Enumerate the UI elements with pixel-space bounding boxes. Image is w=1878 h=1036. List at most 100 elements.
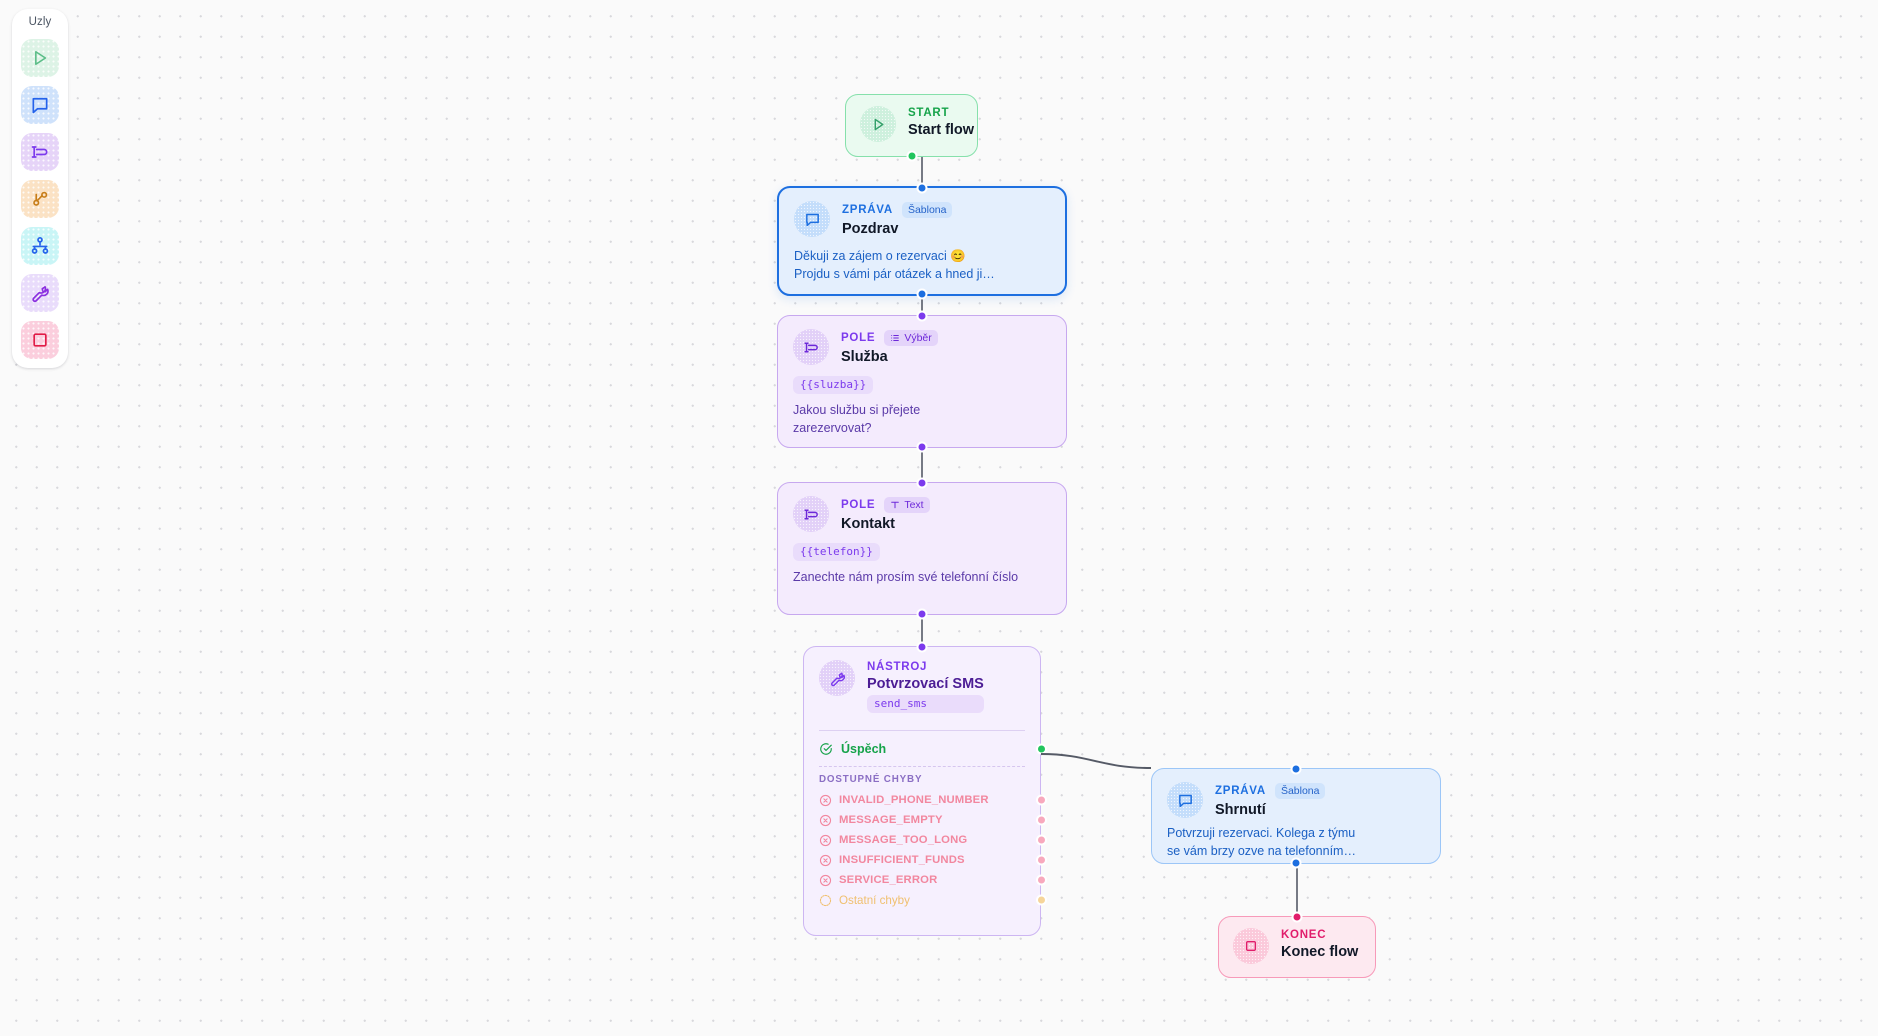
tool-error-row[interactable]: INSUFFICIENT_FUNDS xyxy=(819,850,1047,870)
tool-error-label: MESSAGE_TOO_LONG xyxy=(839,834,968,847)
node-field-sluzba[interactable]: POLE Výběr Služba xyxy=(777,310,1067,453)
field-input-icon xyxy=(793,496,829,532)
text-t-icon xyxy=(890,500,900,510)
node-variable-chip: {{sluzba}} xyxy=(793,375,874,394)
node-badge: Šablona xyxy=(1274,783,1326,799)
node-tool-function-chip: send_sms xyxy=(867,695,984,714)
tool-success-row[interactable]: Úspěch xyxy=(819,731,1047,766)
alert-circle-icon xyxy=(819,894,832,907)
tool-success-label: Úspěch xyxy=(841,742,887,757)
handle-kontakt-source[interactable] xyxy=(916,608,928,620)
x-circle-icon xyxy=(819,854,832,867)
handle-konec-target[interactable] xyxy=(1291,911,1303,923)
palette-item-tool[interactable] xyxy=(21,274,59,312)
tool-error-label: INSUFFICIENT_FUNDS xyxy=(839,854,965,867)
handle-pozdrav-source[interactable] xyxy=(916,288,928,300)
x-circle-icon xyxy=(819,794,832,807)
node-kind-label: POLE xyxy=(841,498,876,511)
divider xyxy=(819,730,1025,732)
tool-error-label: SERVICE_ERROR xyxy=(839,874,938,887)
handle-sluzba-source[interactable] xyxy=(916,441,928,453)
palette-item-field[interactable] xyxy=(21,133,59,171)
tool-error-row-other[interactable]: Ostatní chyby xyxy=(819,890,1047,910)
stop-square-icon xyxy=(1233,928,1269,964)
handle-tool-target[interactable] xyxy=(916,641,928,653)
handle-kontakt-target[interactable] xyxy=(916,477,928,489)
node-kind-label: ZPRÁVA xyxy=(1215,784,1266,797)
wrench-icon xyxy=(30,283,50,303)
x-circle-icon xyxy=(819,834,832,847)
split-nodes-icon xyxy=(30,236,50,256)
play-triangle-icon xyxy=(30,48,50,68)
tool-error-row[interactable]: MESSAGE_TOO_LONG xyxy=(819,830,1047,850)
x-circle-icon xyxy=(819,874,832,887)
tool-errors-header: DOSTUPNÉ CHYBY xyxy=(819,774,923,786)
tool-error-label: MESSAGE_EMPTY xyxy=(839,814,943,827)
tool-error-row[interactable]: MESSAGE_EMPTY xyxy=(819,810,1047,830)
node-badge: Text xyxy=(884,497,930,513)
node-variable-chip: {{telefon}} xyxy=(793,542,880,561)
handle-tool-error-1[interactable] xyxy=(1036,814,1047,826)
handle-tool-error-4[interactable] xyxy=(1036,874,1047,886)
palette-title: Uzly xyxy=(28,16,52,28)
node-palette-sidebar: Uzly xyxy=(12,9,68,368)
node-start[interactable]: START Start flow xyxy=(845,94,978,162)
palette-item-end[interactable] xyxy=(21,321,59,359)
handle-shrnuti-source[interactable] xyxy=(1290,857,1302,869)
node-title: Potvrzovací SMS xyxy=(867,676,984,692)
tool-error-row[interactable]: SERVICE_ERROR xyxy=(819,870,1047,890)
node-message-pozdrav[interactable]: ZPRÁVA Šablona Pozdrav Děkuji za zájem o… xyxy=(777,182,1067,300)
node-title: Konec flow xyxy=(1281,944,1359,960)
node-preview-line-2: Projdu s vámi pár otázek a hned ji… xyxy=(794,267,995,281)
node-kind-label: KONEC xyxy=(1281,929,1327,941)
handle-tool-error-other[interactable] xyxy=(1036,894,1047,906)
handle-shrnuti-target[interactable] xyxy=(1290,763,1302,775)
x-circle-icon xyxy=(819,814,832,827)
tool-error-label: Ostatní chyby xyxy=(839,893,910,907)
check-circle-icon xyxy=(819,742,833,756)
node-kind-label: POLE xyxy=(841,331,876,344)
field-input-icon xyxy=(793,329,829,365)
node-title: Kontakt xyxy=(841,515,895,532)
handle-tool-error-0[interactable] xyxy=(1036,794,1047,806)
branch-icon xyxy=(30,189,50,209)
node-message-shrnuti[interactable]: ZPRÁVA Šablona Shrnutí Potvrzuji rezerva… xyxy=(1151,763,1441,869)
handle-sluzba-target[interactable] xyxy=(916,310,928,322)
handle-tool-error-3[interactable] xyxy=(1036,854,1047,866)
node-field-kontakt[interactable]: POLE Text Kontakt xyxy=(777,477,1067,620)
palette-item-start[interactable] xyxy=(21,39,59,77)
node-badge: Výběr xyxy=(884,330,938,346)
palette-item-branch[interactable] xyxy=(21,180,59,218)
node-preview-line-2: se vám brzy ozve na telefonním… xyxy=(1167,844,1356,858)
node-badge: Šablona xyxy=(901,202,953,218)
node-title: Shrnutí xyxy=(1215,801,1266,818)
handle-pozdrav-target[interactable] xyxy=(916,182,928,194)
list-icon xyxy=(890,333,900,343)
node-title: Start flow xyxy=(908,122,975,138)
palette-item-message[interactable] xyxy=(21,86,59,124)
node-title: Služba xyxy=(841,348,888,365)
palette-item-split[interactable] xyxy=(21,227,59,265)
handle-tool-error-2[interactable] xyxy=(1036,834,1047,846)
play-triangle-icon xyxy=(860,106,896,142)
node-kind-label: NÁSTROJ xyxy=(867,661,928,673)
node-preview-line-1: Potvrzuji rezervaci. Kolega z týmu xyxy=(1167,825,1356,840)
field-input-icon xyxy=(30,142,50,162)
node-end-konec[interactable]: KONEC Konec flow xyxy=(1218,911,1376,978)
tool-error-row[interactable]: INVALID_PHONE_NUMBER xyxy=(819,790,1047,810)
wrench-icon xyxy=(819,660,855,696)
message-bubble-icon xyxy=(30,95,50,115)
node-kind-label: START xyxy=(908,107,950,119)
node-kind-label: ZPRÁVA xyxy=(842,203,893,216)
node-prompt-text: Jakou službu si přejete zarezervovat? xyxy=(793,402,921,435)
node-preview-line-1: Děkuji za zájem o rezervaci 😊 xyxy=(794,248,966,263)
tool-error-label: INVALID_PHONE_NUMBER xyxy=(839,794,989,807)
node-title: Pozdrav xyxy=(842,220,899,237)
node-tool-sms[interactable]: NÁSTROJ Potvrzovací SMS send_sms Ús xyxy=(803,641,1047,936)
divider-dashed xyxy=(819,766,1025,768)
handle-start-source[interactable] xyxy=(906,150,917,162)
message-bubble-icon xyxy=(794,201,830,237)
handle-tool-success[interactable] xyxy=(1036,743,1047,755)
